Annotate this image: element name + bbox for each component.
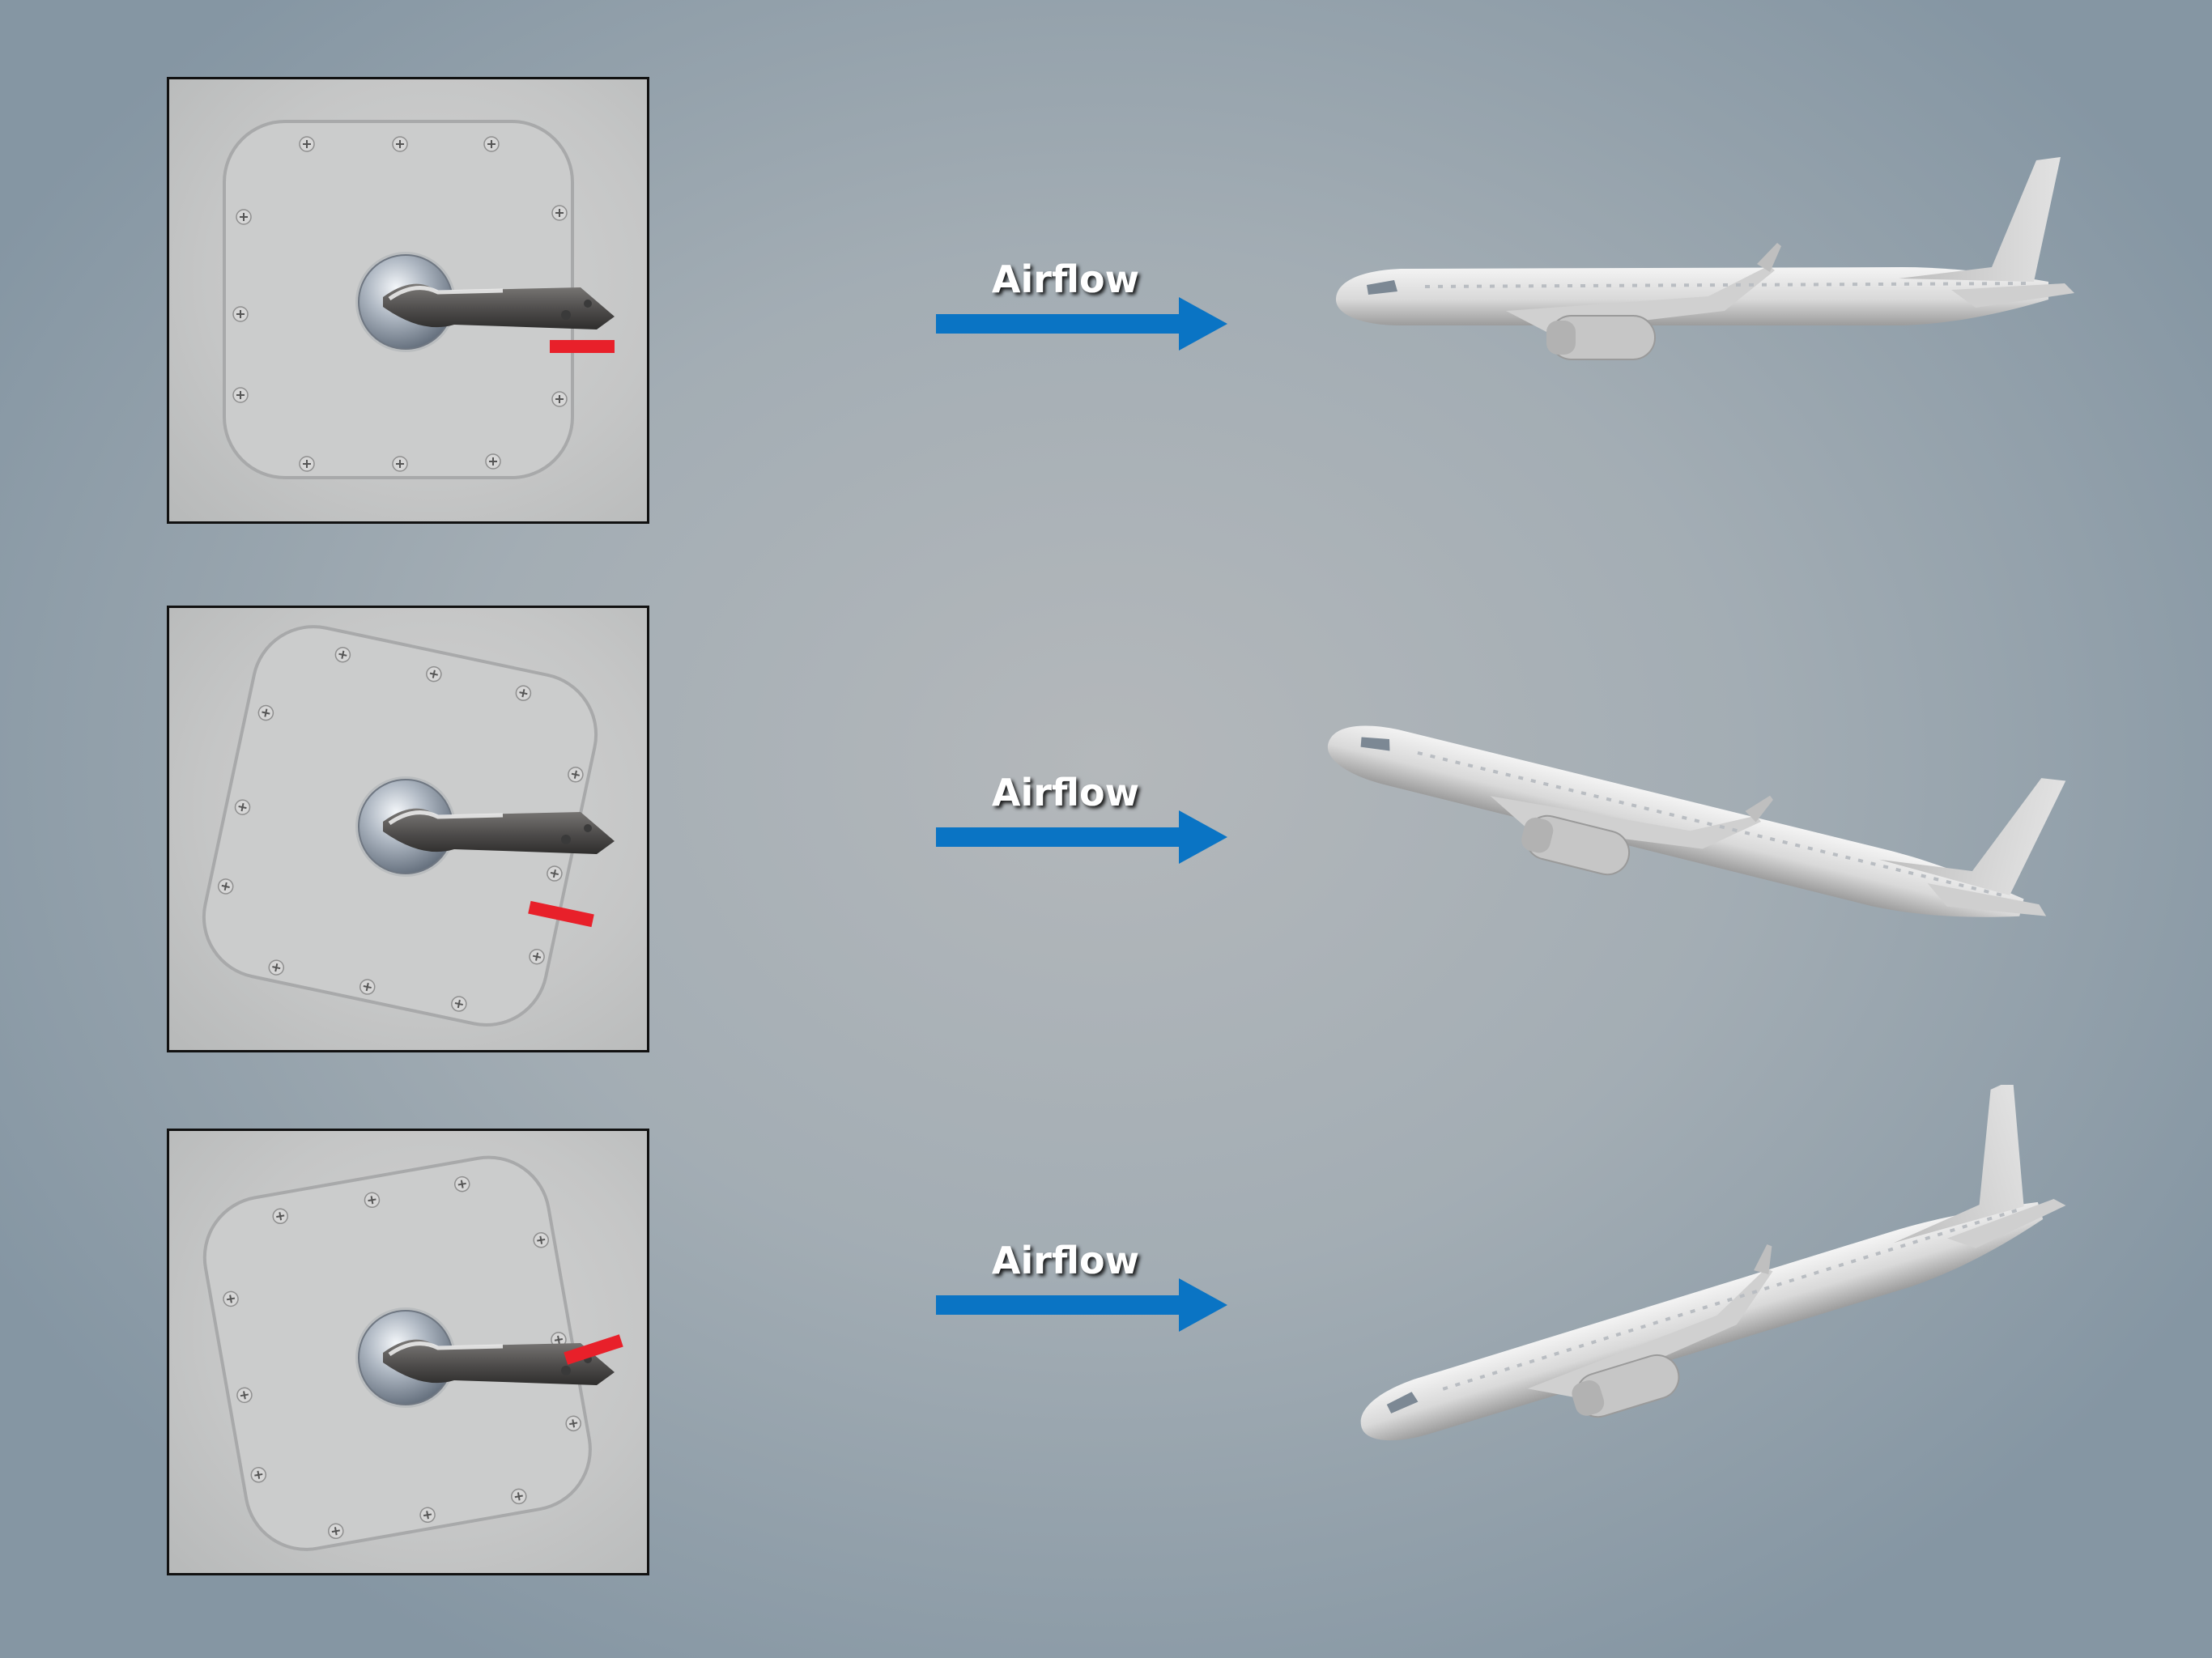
airliner-level-icon	[1334, 155, 2076, 361]
static-port-panel-icon	[202, 625, 649, 1027]
airflow-indicator-nose-up: Airflow	[936, 771, 1227, 868]
airflow-indicator-level: Airflow	[936, 257, 1227, 355]
static-port-panel-icon	[223, 120, 649, 479]
airflow-indicator-nose-down: Airflow	[936, 1239, 1227, 1336]
airflow-arrow-icon	[936, 297, 1227, 351]
red-index-mark-icon	[528, 900, 594, 928]
airliner-nose-down-icon	[1328, 1085, 2087, 1465]
red-index-mark-icon	[550, 340, 615, 353]
airflow-arrow-icon	[936, 1278, 1227, 1332]
airflow-arrow-icon	[936, 810, 1227, 864]
static-panel-nose-up	[167, 606, 649, 1052]
airflow-label: Airflow	[991, 771, 1140, 814]
static-port-panel-icon	[202, 1155, 623, 1551]
airflow-label: Airflow	[991, 1239, 1140, 1282]
airflow-label: Airflow	[991, 257, 1140, 301]
static-panel-level	[167, 77, 649, 524]
red-index-mark-icon	[564, 1334, 623, 1365]
static-panel-nose-down	[167, 1129, 649, 1575]
airliner-nose-up-icon	[1312, 664, 2081, 955]
